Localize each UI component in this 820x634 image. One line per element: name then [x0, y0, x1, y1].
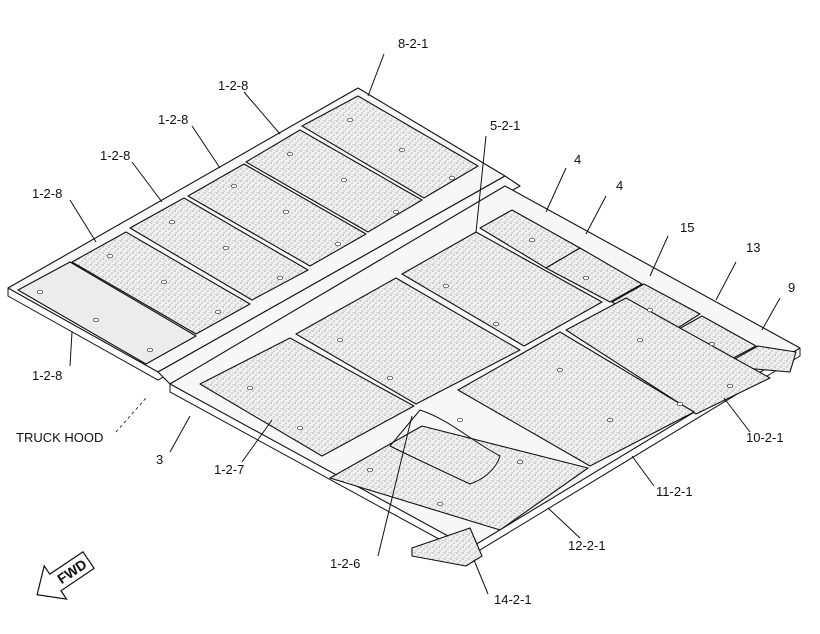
callout-9: 9 [788, 280, 795, 295]
bolt-hole [393, 209, 399, 215]
callout-14-2-1: 14-2-1 [494, 592, 532, 607]
bolt-hole [709, 341, 715, 347]
floor-panel-1-2-7 [199, 337, 415, 457]
bolt-hole [277, 275, 283, 281]
bolt-hole [677, 401, 683, 407]
bolt-hole [223, 245, 229, 251]
callout-8-2-1: 8-2-1 [398, 36, 428, 51]
callout-1-2-8-third: 1-2-8 [100, 148, 130, 163]
bolt-hole [387, 375, 393, 381]
bolt-hole [297, 425, 303, 431]
bolt-hole [607, 417, 613, 423]
floor-panel-10-2-1 [565, 297, 771, 415]
bolt-hole [517, 459, 523, 465]
callout-1-2-7: 1-2-7 [214, 462, 244, 477]
floor-panel-1-2-8-front [17, 261, 197, 365]
fwd-arrow-icon: FWD [36, 550, 95, 600]
bolt-hole [283, 209, 289, 215]
callout-15: 15 [680, 220, 694, 235]
bolt-hole [437, 501, 443, 507]
callout-13: 13 [746, 240, 760, 255]
floor-panel-11-2-1 [457, 331, 695, 467]
callout-1-2-8-second: 1-2-8 [32, 186, 62, 201]
bolt-hole [367, 467, 373, 473]
callout-4-lower: 4 [616, 178, 623, 193]
bolt-hole [583, 275, 589, 281]
leader-lines [69, 53, 781, 595]
truck-hood-label: TRUCK HOOD [16, 430, 103, 445]
callout-1-2-8-fifth: 1-2-8 [218, 78, 248, 93]
bolt-hole [335, 241, 341, 247]
bolt-hole [449, 175, 455, 181]
floor-panel-5-2-1 [401, 231, 603, 347]
bolt-hole [169, 219, 175, 225]
bolt-hole [529, 237, 535, 243]
callout-1-2-8-front: 1-2-8 [32, 368, 62, 383]
callout-3: 3 [156, 452, 163, 467]
callout-1-2-8-fourth: 1-2-8 [158, 112, 188, 127]
floor-panel-1-2-8-fourth [187, 163, 367, 267]
callout-12-2-1: 12-2-1 [568, 538, 606, 553]
bolt-hole [347, 117, 353, 123]
bolt-hole [247, 385, 253, 391]
bolt-holes [37, 117, 733, 507]
callout-10-2-1: 10-2-1 [746, 430, 784, 445]
bolt-hole [443, 283, 449, 289]
callout-labels: 8-2-1 1-2-8 1-2-8 1-2-8 1-2-8 1-2-8 5-2-… [16, 36, 795, 607]
callout-5-2-1: 5-2-1 [490, 118, 520, 133]
bolt-hole [37, 289, 43, 295]
bolt-hole [647, 307, 653, 313]
floor-panel-4-lower [545, 247, 643, 303]
bolt-hole [337, 337, 343, 343]
bolt-hole [399, 147, 405, 153]
bolt-hole [287, 151, 293, 157]
bolt-hole [231, 183, 237, 189]
floor-panel-1-2-8-second [71, 231, 251, 335]
bolt-hole [93, 317, 99, 323]
recess-cutout [389, 409, 501, 485]
bolt-hole [637, 337, 643, 343]
bolt-hole [457, 417, 463, 423]
floor-panel-1-2-8-third [129, 197, 309, 301]
floor-panel-12-2-1 [329, 425, 589, 531]
bolt-hole [557, 367, 563, 373]
callout-1-2-6: 1-2-6 [330, 556, 360, 571]
bolt-hole [147, 347, 153, 353]
bolt-hole [493, 321, 499, 327]
floor-panel-8-2-1 [301, 95, 479, 199]
bolt-hole [161, 279, 167, 285]
bolt-hole [215, 309, 221, 315]
bolt-hole [341, 177, 347, 183]
bolt-hole [727, 383, 733, 389]
callout-11-2-1: 11-2-1 [656, 484, 693, 499]
bolt-hole [107, 253, 113, 259]
floor-panel-1-2-6 [295, 277, 521, 405]
callout-4-upper: 4 [574, 152, 581, 167]
